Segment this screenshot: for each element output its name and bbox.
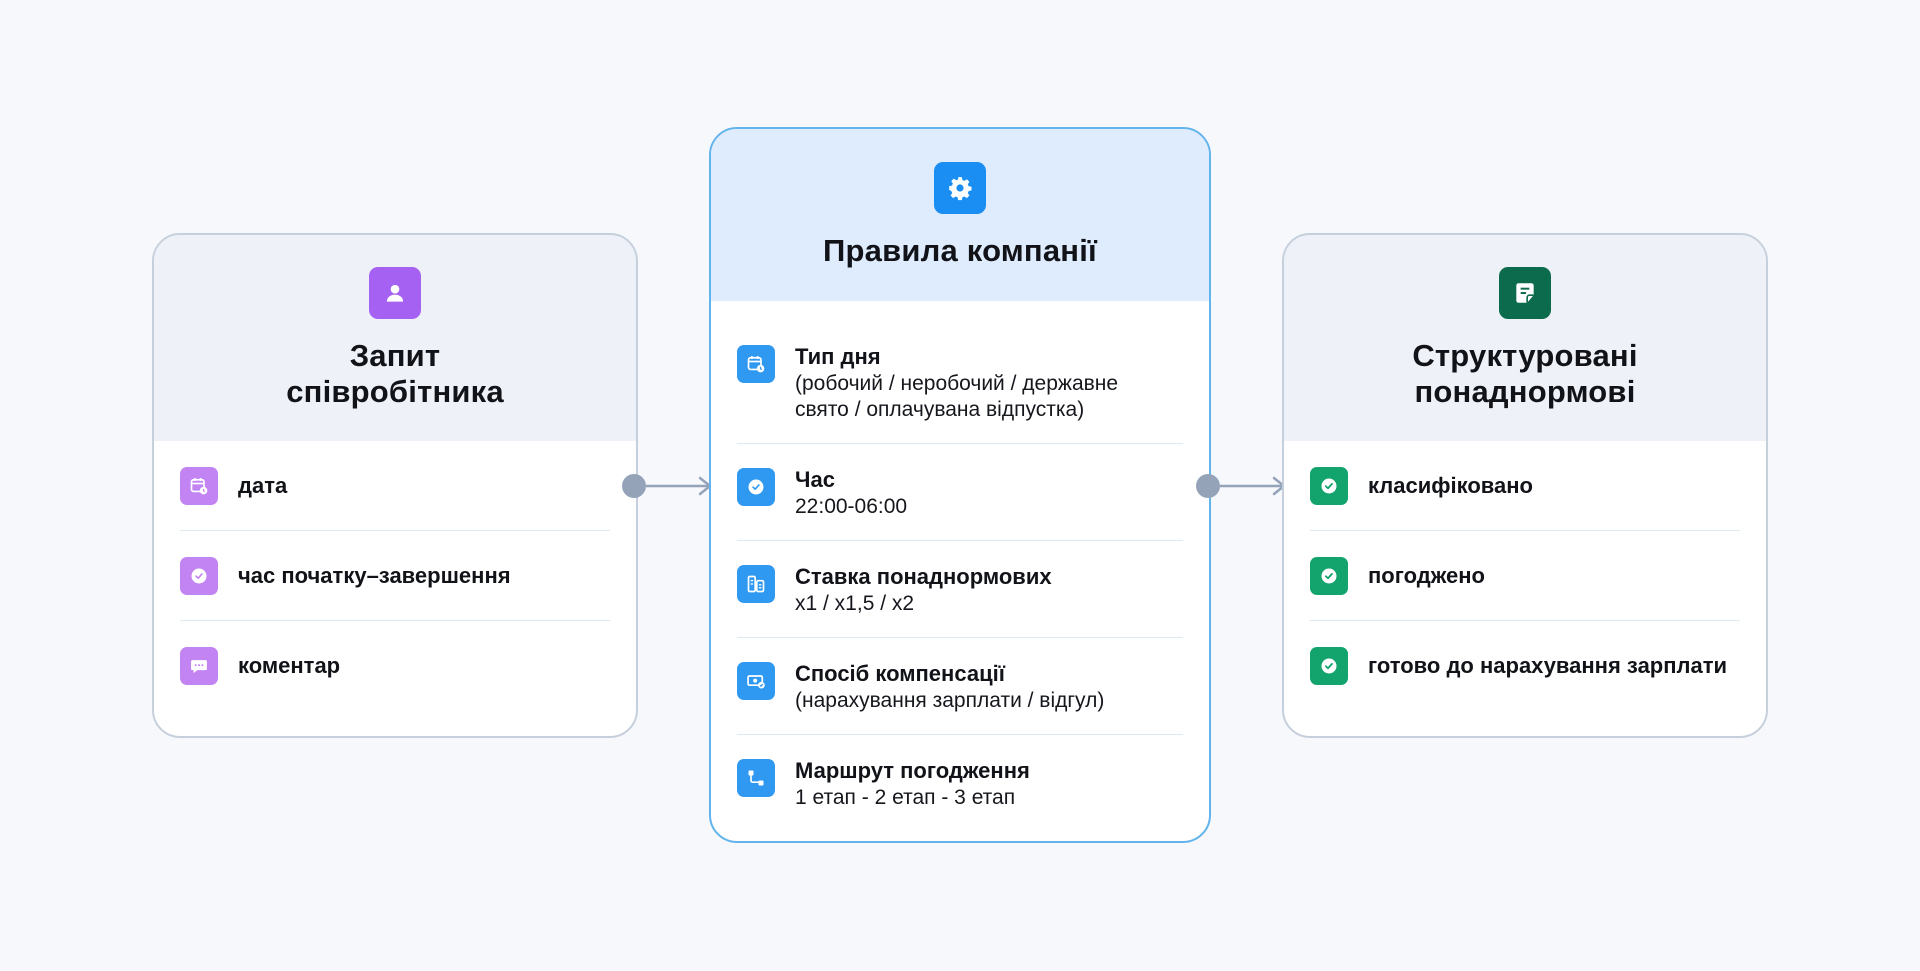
- calendar-clock-icon: [737, 345, 775, 383]
- rule-value: x1 / x1,5 / x2: [795, 592, 915, 615]
- company-rules-list: Тип дня (робочий / неробочий / державне …: [711, 301, 1209, 831]
- structured-overtime-list: класифіковано погоджено готово до нараху…: [1284, 441, 1766, 711]
- rule-title: Спосіб компенсації: [795, 661, 1005, 686]
- route-icon: [737, 759, 775, 797]
- list-item: готово до нарахування зарплати: [1310, 621, 1740, 711]
- list-item: класифіковано: [1310, 441, 1740, 531]
- check-icon: [1310, 556, 1348, 595]
- list-item: дата: [180, 441, 610, 531]
- employee-request-list: дата час початку–завершення коментар: [154, 441, 636, 711]
- rule-title: Час: [795, 467, 835, 492]
- clock-icon: [180, 556, 218, 595]
- flow-arrow-left: [622, 474, 712, 498]
- list-item: коментар: [180, 621, 610, 711]
- list-item-label: готово до нарахування зарплати: [1368, 653, 1728, 678]
- rule-value: (нарахування зарплати / відгул): [795, 689, 1105, 712]
- structured-overtime-header: Структуровані понаднормові: [1284, 235, 1766, 441]
- list-item-label: час початку–завершення: [238, 562, 511, 588]
- gear-icon: [934, 162, 986, 214]
- money-icon: [737, 662, 775, 700]
- list-item-label: дата: [238, 472, 288, 498]
- company-rules-header: Правила компанії: [711, 129, 1209, 301]
- list-item-label: класифіковано: [1368, 472, 1533, 498]
- flow-arrow-right: [1196, 474, 1286, 498]
- structured-overtime-card: Структуровані понаднормові класифіковано…: [1282, 233, 1768, 738]
- rule-value: (робочий / неробочий / державне свято / …: [795, 372, 1119, 421]
- check-icon: [1310, 647, 1348, 685]
- list-item-label: погоджено: [1368, 562, 1485, 588]
- list-item-label: коментар: [238, 653, 341, 678]
- list-item: час початку–завершення: [180, 531, 610, 621]
- check-icon: [1310, 466, 1348, 505]
- rule-title: Ставка понаднормових: [795, 564, 1052, 589]
- rule-title: Тип дня: [795, 344, 881, 369]
- company-rules-card: Правила компанії Тип дня (робочий / неро…: [709, 127, 1211, 843]
- rule-value: 1 етап - 2 етап - 3 етап: [795, 786, 1016, 809]
- comment-icon: [180, 647, 218, 685]
- list-item: погоджено: [1310, 531, 1740, 621]
- user-icon: [369, 267, 421, 319]
- employee-request-card: Запит співробітника дата час початку–зав…: [152, 233, 638, 738]
- structured-overtime-title: Структуровані понаднормові: [1412, 338, 1638, 409]
- rule-title: Маршрут погодження: [795, 758, 1030, 783]
- list-item: Час 22:00-06:00: [737, 444, 1183, 541]
- employee-request-header: Запит співробітника: [154, 235, 636, 441]
- company-rules-title: Правила компанії: [823, 233, 1097, 268]
- calendar-clock-icon: [180, 466, 218, 505]
- rate-icon: [737, 565, 775, 603]
- rule-value: 22:00-06:00: [795, 495, 908, 518]
- list-item: Тип дня (робочий / неробочий / державне …: [737, 321, 1183, 444]
- list-item: Маршрут погодження 1 етап - 2 етап - 3 е…: [737, 735, 1183, 831]
- document-icon: [1499, 267, 1551, 319]
- employee-request-title: Запит співробітника: [286, 338, 504, 409]
- clock-icon: [737, 468, 775, 506]
- list-item: Ставка понаднормових x1 / x1,5 / x2: [737, 541, 1183, 638]
- list-item: Спосіб компенсації (нарахування зарплати…: [737, 638, 1183, 735]
